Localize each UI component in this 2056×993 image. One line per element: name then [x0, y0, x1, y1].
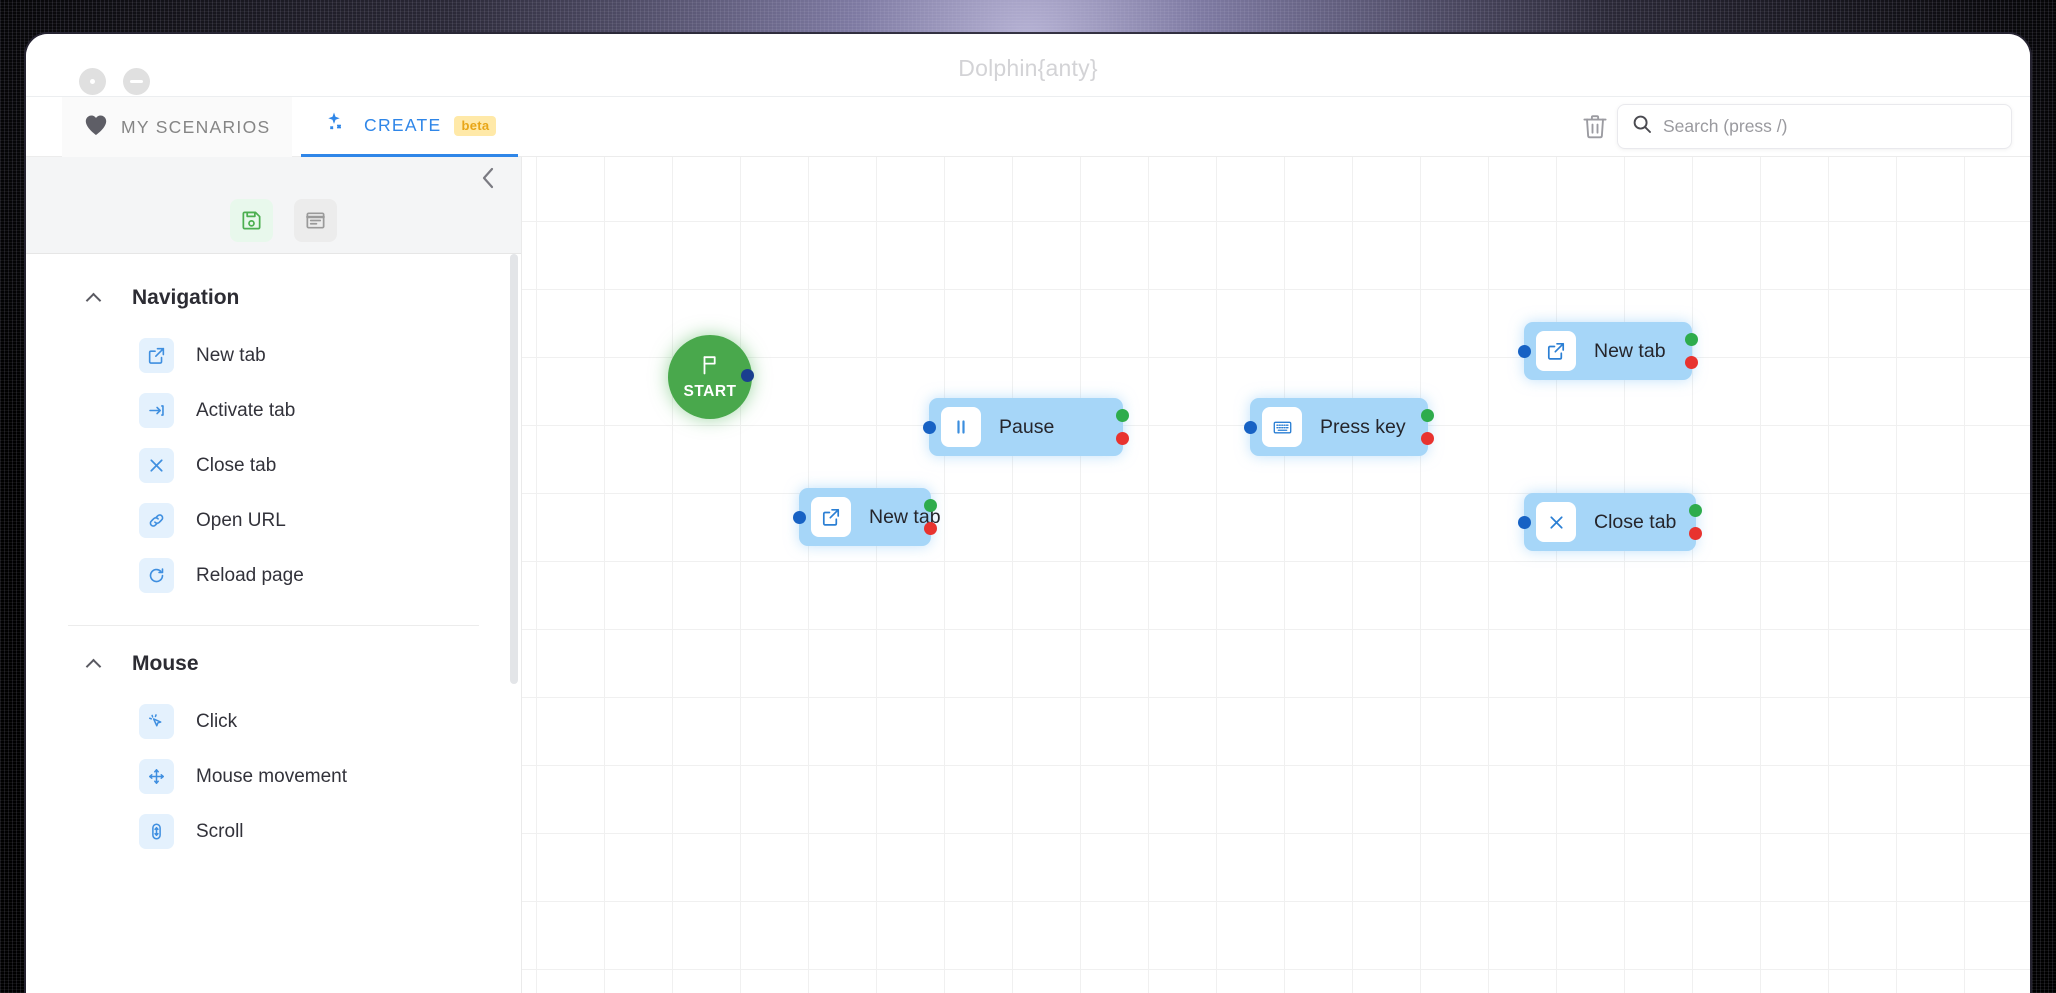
search-input[interactable] [1663, 116, 1997, 137]
trash-icon[interactable] [1580, 112, 1610, 142]
sidebar-item-reload-page[interactable]: Reload page [26, 548, 521, 603]
section-navigation-header[interactable]: Navigation [26, 260, 521, 328]
actions-sidebar: Navigation New tab [26, 157, 522, 993]
port-out-error[interactable] [1685, 356, 1698, 369]
tab-create-label: CREATE [364, 115, 442, 135]
refresh-icon [139, 558, 174, 593]
port-out-error[interactable] [1689, 527, 1702, 540]
port-out-success[interactable] [1116, 409, 1129, 422]
tab-my-scenarios-label: MY SCENARIOS [121, 116, 271, 137]
heart-icon [84, 114, 108, 141]
sidebar-item-mouse-movement[interactable]: Mouse movement [26, 749, 521, 804]
edge-layer [522, 157, 822, 307]
section-mouse-header[interactable]: Mouse [26, 626, 521, 694]
external-link-icon [1536, 331, 1576, 371]
magic-sparkle-icon [323, 110, 351, 141]
sidebar-item-label: Scroll [196, 820, 244, 842]
sidebar-toolbar [26, 157, 521, 254]
sidebar-item-click[interactable]: Click [26, 694, 521, 749]
node-start-label: START [683, 382, 737, 400]
main-area: Navigation New tab [26, 157, 2030, 993]
port-out-success[interactable] [1421, 409, 1434, 422]
search-box[interactable] [1617, 104, 2012, 149]
sidebar-item-new-tab[interactable]: New tab [26, 328, 521, 383]
node-press-key[interactable]: Press key [1244, 398, 1434, 456]
sidebar-item-label: Close tab [196, 454, 277, 476]
sidebar-item-label: Reload page [196, 564, 304, 586]
port-in[interactable] [793, 510, 806, 524]
window-titlebar: Dolphin{anty} [26, 34, 2030, 97]
sidebar-item-label: Open URL [196, 509, 286, 531]
port-out-error[interactable] [1116, 432, 1129, 445]
notes-window-icon[interactable] [294, 199, 337, 242]
app-window: Dolphin{anty} MY SCENARIOS CREATE beta [26, 34, 2030, 993]
window-minimize-button[interactable] [123, 68, 150, 95]
node-label: New tab [869, 505, 941, 528]
node-label: New tab [1594, 339, 1666, 362]
external-link-icon [139, 338, 174, 373]
port-in[interactable] [1244, 420, 1257, 434]
sidebar-item-label: New tab [196, 344, 266, 366]
window-close-button[interactable] [79, 68, 106, 95]
sidebar-item-label: Activate tab [196, 399, 296, 421]
flag-icon [699, 354, 721, 381]
beta-badge: beta [454, 115, 497, 136]
node-new-tab-2[interactable]: New tab [1518, 322, 1698, 380]
scenario-canvas[interactable]: START New tab [522, 157, 2030, 993]
sidebar-scroll-region[interactable]: Navigation New tab [26, 254, 521, 993]
sidebar-item-label: Mouse movement [196, 765, 348, 787]
tab-bar: MY SCENARIOS CREATE beta [26, 97, 2030, 157]
chevron-up-icon [88, 660, 102, 669]
move-arrows-icon [139, 759, 174, 794]
save-disk-icon[interactable] [230, 199, 273, 242]
node-new-tab-1[interactable]: New tab [793, 488, 941, 546]
cursor-click-icon [139, 704, 174, 739]
node-label: Press key [1320, 415, 1406, 438]
node-label: Close tab [1594, 510, 1677, 533]
app-title: Dolphin{anty} [958, 55, 1098, 81]
node-pause[interactable]: Pause [923, 398, 1129, 456]
pause-icon [941, 407, 981, 447]
port-out-success[interactable] [924, 499, 937, 512]
keyboard-icon [1262, 407, 1302, 447]
section-mouse: Mouse Click [26, 626, 521, 859]
close-x-icon [139, 448, 174, 483]
chevron-left-icon[interactable] [473, 161, 503, 195]
node-start[interactable]: START [668, 335, 754, 419]
sidebar-item-close-tab[interactable]: Close tab [26, 438, 521, 493]
close-x-icon [1536, 502, 1576, 542]
port-in[interactable] [1518, 344, 1531, 358]
section-mouse-title: Mouse [132, 652, 199, 675]
port-out-error[interactable] [1421, 432, 1434, 445]
arrow-in-box-icon [139, 393, 174, 428]
tab-create[interactable]: CREATE beta [301, 97, 519, 157]
node-close-tab[interactable]: Close tab [1518, 493, 1702, 551]
sidebar-item-open-url[interactable]: Open URL [26, 493, 521, 548]
node-label: Pause [999, 415, 1055, 438]
section-navigation-title: Navigation [132, 286, 240, 309]
port-out-success[interactable] [1689, 504, 1702, 517]
port-out-error[interactable] [924, 522, 937, 535]
port-in[interactable] [1518, 515, 1531, 529]
external-link-icon [811, 497, 851, 537]
sidebar-item-activate-tab[interactable]: Activate tab [26, 383, 521, 438]
search-icon [1632, 114, 1652, 139]
link-chain-icon [139, 503, 174, 538]
sidebar-item-label: Click [196, 710, 238, 732]
port-in[interactable] [923, 420, 936, 434]
tab-my-scenarios[interactable]: MY SCENARIOS [62, 97, 293, 157]
chevron-up-icon [88, 294, 102, 303]
scroll-icon [139, 814, 174, 849]
sidebar-scrollbar[interactable] [510, 254, 518, 684]
port-out-success[interactable] [1685, 333, 1698, 346]
section-divider [68, 625, 479, 626]
section-navigation: Navigation New tab [26, 260, 521, 626]
port-out[interactable] [741, 369, 754, 382]
sidebar-item-scroll[interactable]: Scroll [26, 804, 521, 859]
